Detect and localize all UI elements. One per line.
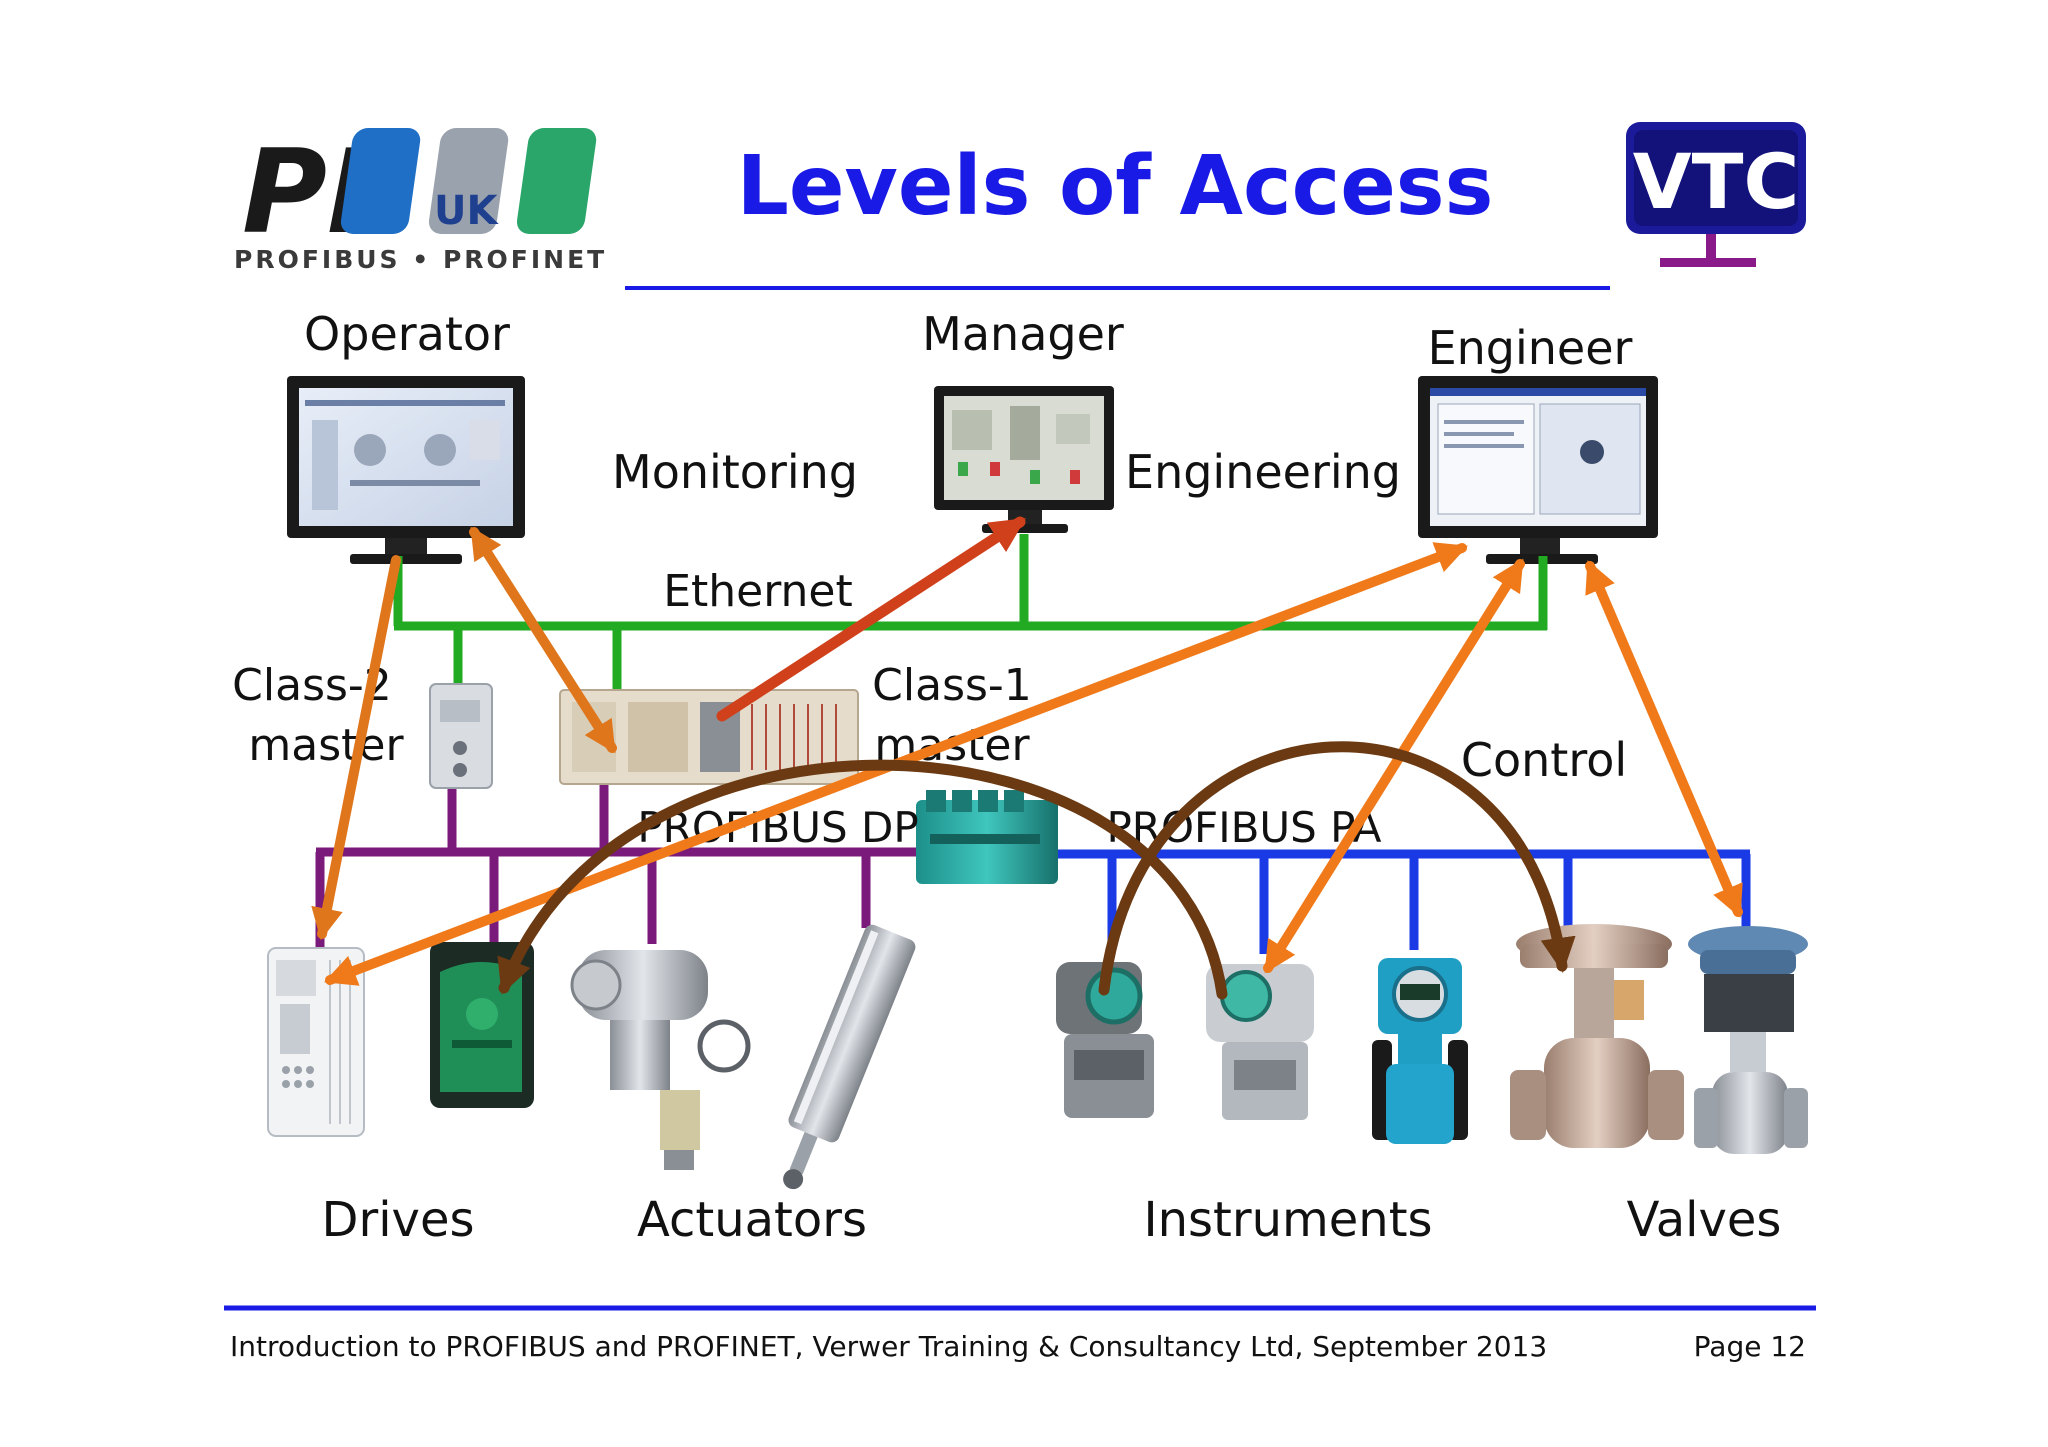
vtc-logo: VTC xyxy=(1626,122,1806,267)
slide-title: Levels of Access xyxy=(737,139,1494,234)
instruments-label: Instruments xyxy=(1143,1192,1432,1248)
manager-monitor xyxy=(934,386,1114,533)
drives-label: Drives xyxy=(322,1192,475,1248)
valve-control-grey xyxy=(1688,926,1808,1154)
actuator-electric xyxy=(570,950,751,1170)
engineer-label: Engineer xyxy=(1428,321,1633,375)
operator-label: Operator xyxy=(304,307,510,361)
monitoring-label: Monitoring xyxy=(612,445,858,499)
drive-abb xyxy=(267,947,365,1137)
class1-master-label-line1: Class-1 xyxy=(872,660,1032,711)
actuator-cylinder xyxy=(783,924,916,1190)
arrow-engineer-valve xyxy=(1585,560,1743,918)
pi-logo-grey-tile xyxy=(428,128,509,234)
operator-monitor xyxy=(287,376,525,564)
arrow-engineer-instrument xyxy=(1263,558,1525,974)
pi-logo-tagline: PROFIBUS • PROFINET xyxy=(234,245,607,274)
arrow-instrument-to-drive xyxy=(497,759,1228,1000)
engineer-monitor xyxy=(1418,376,1658,564)
ethernet-label: Ethernet xyxy=(663,566,853,617)
dp-pa-coupler xyxy=(916,790,1058,884)
instrument-flow-meter xyxy=(1372,958,1468,1144)
class2-master-device xyxy=(429,683,493,789)
page-number: Page 12 xyxy=(1694,1330,1806,1363)
vtc-logo-text: VTC xyxy=(1633,137,1799,226)
pi-logo-green-tile xyxy=(516,128,597,234)
actuators-label: Actuators xyxy=(637,1192,867,1248)
vtc-logo-base xyxy=(1660,258,1756,267)
engineering-label: Engineering xyxy=(1125,445,1401,499)
arrow-instrument-to-valve xyxy=(1098,741,1576,996)
manager-label: Manager xyxy=(922,307,1124,361)
control-label: Control xyxy=(1461,733,1627,787)
pi-logo-blue-tile xyxy=(340,128,421,234)
class2-master-label-line2: master xyxy=(248,720,404,771)
valves-label: Valves xyxy=(1627,1192,1782,1248)
valve-control-bronze xyxy=(1510,924,1684,1148)
footer-text: Introduction to PROFIBUS and PROFINET, V… xyxy=(230,1330,1547,1363)
arrow-operator-plc xyxy=(469,526,617,754)
vtc-logo-stand xyxy=(1706,234,1716,260)
access-arrows xyxy=(311,516,1743,1000)
pi-logo-uk-badge: UK xyxy=(434,188,499,234)
pi-profibus-logo: PI UK PROFIBUS • PROFINET xyxy=(234,125,607,274)
